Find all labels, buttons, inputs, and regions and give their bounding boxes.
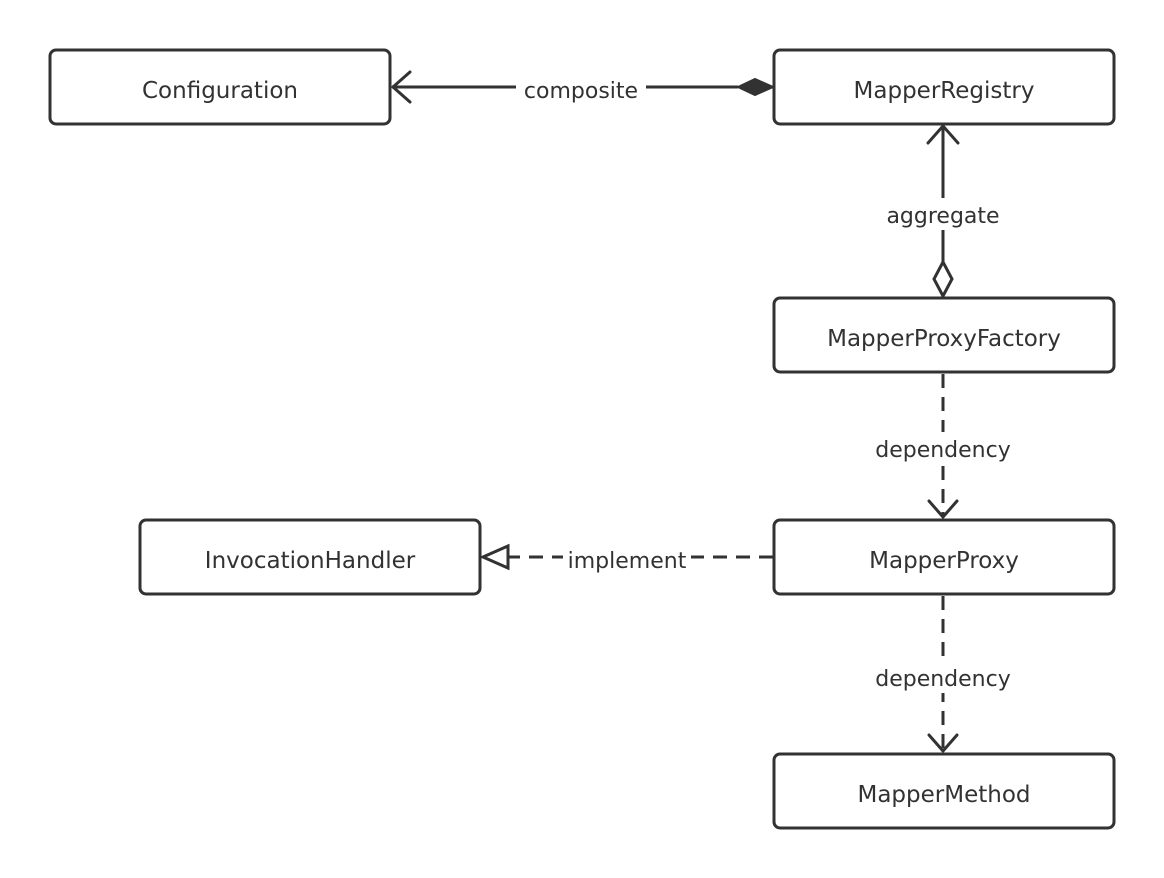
node-invocation-handler-box [138, 518, 482, 596]
node-mapper-proxy-factory-label: MapperProxyFactory [827, 326, 1061, 352]
edge-dependency-label: dependency [875, 667, 1011, 692]
node-configuration-label: Configuration [142, 78, 298, 104]
hollow-diamond-icon [932, 258, 954, 300]
edge-dependency-proxy-method: dependency [868, 596, 1018, 753]
edge-composite-label: composite [524, 79, 638, 104]
edge-implement: implement [479, 542, 773, 574]
node-mapper-method-label: MapperMethod [857, 782, 1030, 808]
edge-composite: composite [391, 70, 776, 104]
open-arrowhead-icon [927, 733, 959, 753]
edge-implement-label: implement [568, 549, 687, 574]
node-configuration-box [48, 48, 392, 126]
node-invocation-handler-label: InvocationHandler [205, 548, 416, 574]
open-arrowhead-icon [926, 124, 960, 145]
node-mapper-proxy-factory-box [772, 296, 1116, 374]
node-mapper-method[interactable]: MapperMethod [772, 752, 1116, 830]
open-arrowhead-icon [927, 499, 959, 519]
node-mapper-registry[interactable]: MapperRegistry [772, 48, 1116, 126]
edge-implement-label-bg [563, 542, 691, 574]
edge-aggregate-label-bg [878, 198, 1008, 230]
node-mapper-proxy-factory[interactable]: MapperProxyFactory [772, 296, 1116, 374]
node-mapper-registry-label: MapperRegistry [854, 78, 1035, 104]
node-mapper-method-box [772, 752, 1116, 830]
node-mapper-registry-box [772, 48, 1116, 126]
edge-aggregate: aggregate [878, 124, 1008, 300]
node-mapper-proxy-box [772, 518, 1116, 596]
edge-aggregate-label: aggregate [886, 204, 999, 229]
edge-dependency-factory-proxy: dependency [868, 374, 1018, 519]
node-invocation-handler[interactable]: InvocationHandler [138, 518, 482, 596]
filled-diamond-icon [735, 77, 776, 97]
node-configuration[interactable]: Configuration [48, 48, 392, 126]
node-mapper-proxy[interactable]: MapperProxy [772, 518, 1116, 596]
open-arrowhead-icon [391, 70, 412, 104]
edge-dependency-label: dependency [875, 438, 1011, 463]
edge-composite-label-bg [516, 72, 646, 104]
edge-dependency-label-bg [868, 661, 1018, 693]
hollow-triangle-icon [479, 543, 510, 571]
edge-dependency-label-bg [868, 432, 1018, 464]
node-mapper-proxy-label: MapperProxy [869, 548, 1019, 574]
